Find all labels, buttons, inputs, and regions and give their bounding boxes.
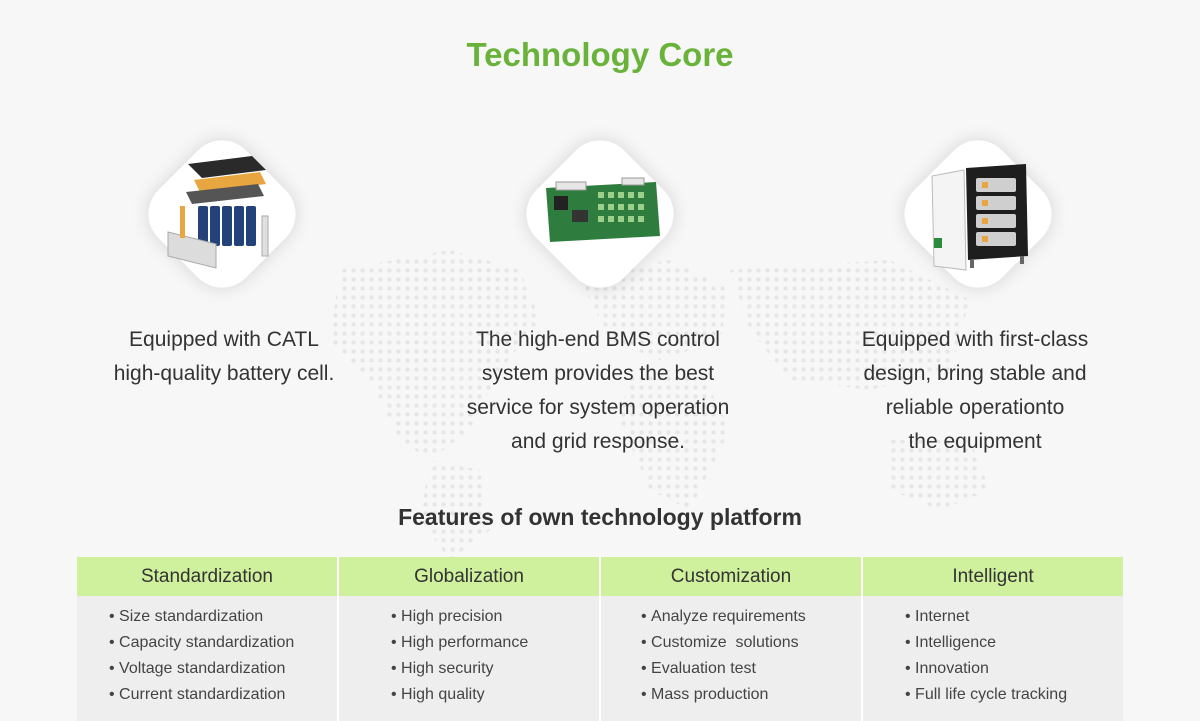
column-header: Standardization [77, 557, 337, 596]
battery-cabinet-icon [890, 126, 1066, 302]
list-item: High precision [391, 604, 599, 630]
list-item: Analyze requirements [641, 604, 861, 630]
list-item: Evaluation test [641, 656, 861, 682]
column-body: High precision High performance High sec… [339, 596, 599, 721]
column-body: Size standardization Capacity standardiz… [77, 596, 337, 721]
world-map-background [330, 250, 990, 560]
list-item: Full life cycle tracking [905, 682, 1123, 708]
column-header: Customization [601, 557, 861, 596]
column-header: Globalization [339, 557, 599, 596]
features-column-intelligent: Intelligent Internet Intelligence Innova… [863, 557, 1123, 721]
list-item: Current standardization [109, 682, 337, 708]
list-item: Capacity standardization [109, 630, 337, 656]
list-item: High performance [391, 630, 599, 656]
list-item: Internet [905, 604, 1123, 630]
list-item: Size standardization [109, 604, 337, 630]
list-item: Intelligence [905, 630, 1123, 656]
battery-pack-icon [134, 126, 310, 302]
column-body: Internet Intelligence Innovation Full li… [863, 596, 1123, 721]
features-column-globalization: Globalization High precision High perfor… [339, 557, 601, 721]
bms-circuit-board-icon [512, 126, 688, 302]
card-text-design: Equipped with first-class design, bring … [861, 328, 1089, 453]
list-item: High quality [391, 682, 599, 708]
card-text-battery-cell: Equipped with CATL high-quality battery … [113, 328, 335, 385]
list-item: Customize solutions [641, 630, 861, 656]
column-header: Intelligent [863, 557, 1123, 596]
list-item: Voltage standardization [109, 656, 337, 682]
list-item: Mass production [641, 682, 861, 708]
card-text-bms: The high-end BMS control system provides… [466, 328, 730, 453]
features-title: Features of own technology platform [398, 504, 802, 530]
list-item: High security [391, 656, 599, 682]
features-column-standardization: Standardization Size standardization Cap… [77, 557, 339, 721]
page-title: Technology Core [466, 36, 734, 73]
features-column-customization: Customization Analyze requirements Custo… [601, 557, 863, 721]
column-body: Analyze requirements Customize solutions… [601, 596, 861, 721]
features-table: Standardization Size standardization Cap… [77, 557, 1123, 721]
list-item: Innovation [905, 656, 1123, 682]
